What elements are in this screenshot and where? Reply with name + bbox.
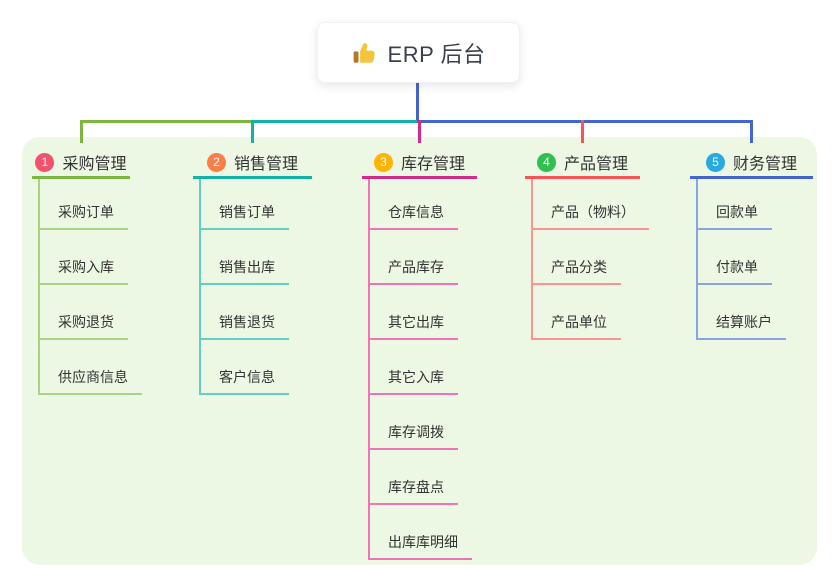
- branch-number-badge: 1: [35, 152, 55, 172]
- drop-line-finance: [750, 120, 753, 143]
- branch-title-label: 采购管理: [62, 156, 127, 173]
- root-node-label: ERP 后台: [387, 41, 486, 67]
- branch-title-label: 产品管理: [563, 156, 628, 173]
- node-product-material[interactable]: 产品（物料）: [531, 202, 649, 230]
- thumbs-up-icon: [352, 40, 378, 66]
- branch-spine-line: [368, 179, 370, 560]
- branches-panel: [22, 137, 817, 565]
- branch-purchase-title[interactable]: 1 采购管理: [32, 148, 130, 179]
- drop-line-sales: [251, 120, 254, 143]
- node-purchase-inbound[interactable]: 采购入库: [38, 257, 128, 285]
- branch-inventory-title[interactable]: 3 库存管理: [362, 148, 477, 179]
- node-purchase-return[interactable]: 采购退货: [38, 312, 128, 340]
- node-sales-return[interactable]: 销售退货: [199, 312, 289, 340]
- drop-line-purchase: [80, 120, 83, 143]
- branch-product-title[interactable]: 4 产品管理: [525, 148, 640, 179]
- node-sales-outbound[interactable]: 销售出库: [199, 257, 289, 285]
- branch-purchase: 1 采购管理 采购订单 采购入库 采购退货 供应商信息: [32, 148, 142, 395]
- node-product-stock[interactable]: 产品库存: [368, 257, 458, 285]
- drop-line-inventory: [418, 120, 421, 143]
- node-other-outbound[interactable]: 其它出库: [368, 312, 458, 340]
- bus-line-sales: [252, 120, 419, 123]
- branch-title-label: 财务管理: [732, 156, 797, 173]
- node-payment-bill[interactable]: 付款单: [696, 257, 772, 285]
- branch-spine-line: [696, 179, 698, 340]
- node-supplier-info[interactable]: 供应商信息: [38, 367, 142, 395]
- node-stock-taking[interactable]: 库存盘点: [368, 477, 458, 505]
- node-warehouse-info[interactable]: 仓库信息: [368, 202, 458, 230]
- node-product-unit[interactable]: 产品单位: [531, 312, 621, 340]
- branch-number-badge: 4: [536, 152, 556, 172]
- node-purchase-order[interactable]: 采购订单: [38, 202, 128, 230]
- branch-finance-title[interactable]: 5 财务管理: [690, 148, 813, 179]
- node-stock-transfer[interactable]: 库存调拨: [368, 422, 458, 450]
- node-sales-order[interactable]: 销售订单: [199, 202, 289, 230]
- branch-spine-line: [531, 179, 533, 340]
- branch-spine-line: [38, 179, 40, 395]
- node-product-category[interactable]: 产品分类: [531, 257, 621, 285]
- node-outbound-detail[interactable]: 出库库明细: [368, 532, 472, 560]
- branch-title-label: 销售管理: [233, 156, 298, 173]
- branch-number-badge: 5: [705, 152, 725, 172]
- drop-line-product: [581, 120, 584, 143]
- branch-inventory: 3 库存管理 仓库信息 产品库存 其它出库 其它入库 库存调拨 库存盘点 出库库…: [362, 148, 477, 560]
- bus-line-finance: [417, 120, 753, 123]
- branch-title-label: 库存管理: [400, 156, 465, 173]
- branch-finance: 5 财务管理 回款单 付款单 结算账户: [690, 148, 813, 340]
- branch-sales: 2 销售管理 销售订单 销售出库 销售退货 客户信息: [193, 148, 312, 395]
- bus-line-purchase: [81, 120, 253, 123]
- node-settlement-account[interactable]: 结算账户: [696, 312, 786, 340]
- branch-number-badge: 2: [206, 152, 226, 172]
- branch-product: 4 产品管理 产品（物料） 产品分类 产品单位: [525, 148, 649, 340]
- node-receipt-bill[interactable]: 回款单: [696, 202, 772, 230]
- node-other-inbound[interactable]: 其它入库: [368, 367, 458, 395]
- node-customer-info[interactable]: 客户信息: [199, 367, 289, 395]
- branch-sales-title[interactable]: 2 销售管理: [193, 148, 312, 179]
- branch-spine-line: [199, 179, 201, 395]
- branch-number-badge: 3: [373, 152, 393, 172]
- root-connector-line: [416, 83, 419, 123]
- root-node[interactable]: ERP 后台: [317, 22, 520, 83]
